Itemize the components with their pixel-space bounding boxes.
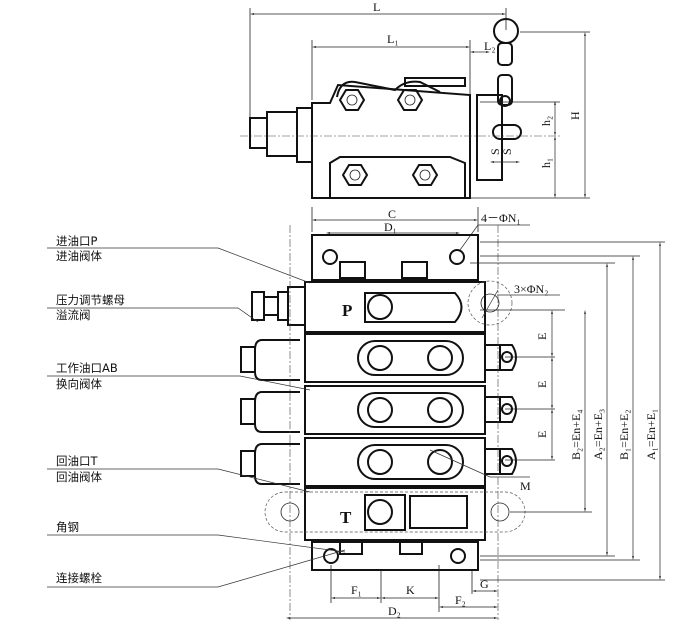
label-L2: L₂ <box>484 39 496 53</box>
label-E3: E <box>535 431 549 438</box>
directional-sections <box>240 333 517 487</box>
label-L: L <box>373 0 380 14</box>
label-connecting-bolt: 连接螺栓 <box>56 571 102 585</box>
label-h1: h₁ <box>539 158 553 168</box>
label-A2: A₂=En+E₃ <box>591 409 605 460</box>
label-h2: h₂ <box>539 116 553 126</box>
top-plate <box>311 234 479 281</box>
label-F2: F₂ <box>455 593 466 607</box>
label-S1: S <box>488 148 502 155</box>
label-C: C <box>388 207 396 221</box>
handle-lever[interactable] <box>476 18 522 181</box>
label-G: G <box>480 577 489 591</box>
label-pressure-nut: 压力调节螺母 <box>56 293 125 307</box>
label-K: K <box>406 583 415 597</box>
label-D1: D₁ <box>384 220 397 234</box>
front-view: C D₁ 4－ΦN₁ P 3×ΦN₂ <box>240 207 665 620</box>
label-S2: S <box>500 148 514 155</box>
callouts: 进油口P 进油阀体 压力调节螺母 溢流阀 工作油口AB 换向阀体 回油口T 回油… <box>47 234 346 588</box>
label-M: M <box>520 479 531 493</box>
label-N1: 4－ΦN₁ <box>481 211 521 225</box>
label-E2: E <box>535 381 549 388</box>
return-block <box>304 487 486 541</box>
label-return-body: 回油阀体 <box>56 470 102 484</box>
label-L1: L₁ <box>387 32 399 46</box>
label-relief-valve: 溢流阀 <box>56 308 91 322</box>
hex-nut-icon <box>338 89 439 186</box>
port-P: P <box>342 301 352 320</box>
label-work-port: 工作油口AB <box>56 361 118 375</box>
label-F1: F₁ <box>351 583 362 597</box>
inlet-block <box>304 281 486 333</box>
label-inlet-body: 进油阀体 <box>56 249 102 263</box>
label-H: H <box>568 111 582 120</box>
side-view: L L₁ L₂ <box>240 0 590 199</box>
label-inlet-port: 进油口P <box>56 234 97 248</box>
bottom-plate <box>311 541 479 571</box>
label-A1: A₁=En+E₁ <box>644 409 658 460</box>
label-return-port: 回油口T <box>56 454 98 468</box>
label-directional-body: 换向阀体 <box>56 377 102 391</box>
label-B2: B₂=En+E₄ <box>569 409 583 460</box>
label-D2: D₂ <box>388 604 401 618</box>
label-E1: E <box>535 333 549 340</box>
label-B1: B₁=En+E₂ <box>617 409 631 460</box>
label-N2: 3×ΦN₂ <box>514 282 548 296</box>
port-T: T <box>340 508 352 527</box>
label-angle-steel: 角钢 <box>56 520 79 534</box>
